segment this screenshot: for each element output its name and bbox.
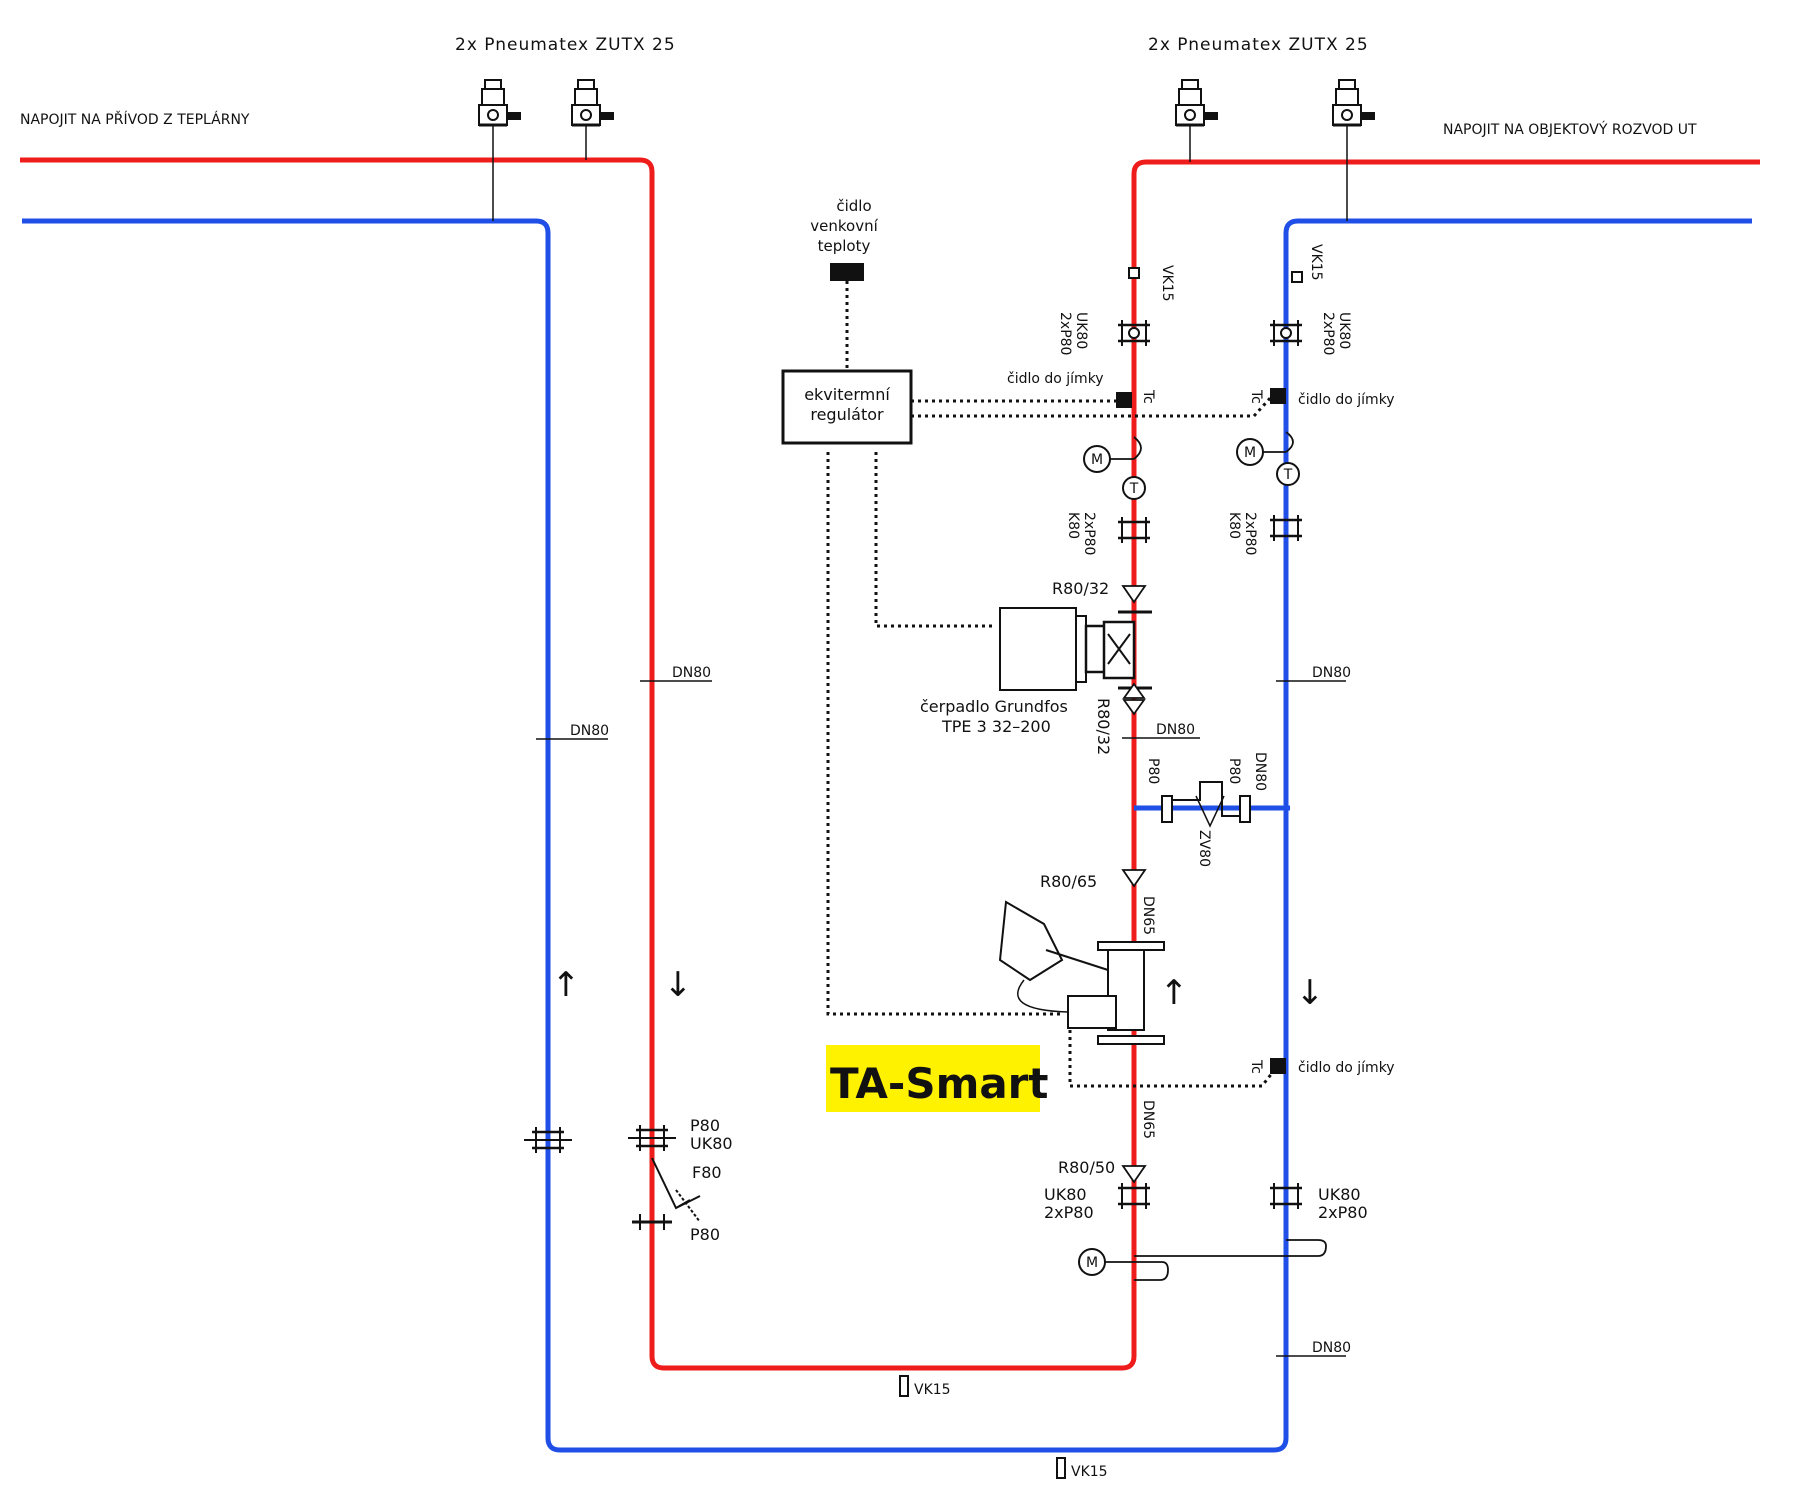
return-pipe-loop: [22, 218, 1752, 1453]
supply-pipe-left: [20, 157, 1760, 1371]
flow-arrow-up: ↑: [552, 965, 581, 1005]
return-branch-fittings: VK15 UK80 2xP80 T M 2xP80 K80 DN80 UK80 …: [1226, 244, 1368, 1357]
well-sensor-label: čidlo do jímky: [1298, 392, 1395, 408]
lower-supply-fittings: DN65 R80/50 UK80 2xP80 M: [1044, 1100, 1327, 1281]
f80-label: F80: [692, 1163, 722, 1182]
thermometer-label: T: [1283, 467, 1293, 483]
controller-label-1: ekvitermní: [804, 385, 890, 404]
dn65-label: DN65: [1140, 896, 1156, 935]
reducer-icon: [1122, 869, 1146, 887]
gauge-label: M: [1086, 1255, 1098, 1271]
ta-smart-label: TA-Smart: [830, 1059, 1048, 1108]
supply-pipe-network: [20, 157, 1760, 1371]
k80-label: K80: [1065, 512, 1081, 539]
well-sensor-label: čidlo do jímky: [1298, 1060, 1395, 1076]
vent-valve-icon: [570, 78, 616, 127]
gauge-label: M: [1091, 452, 1103, 468]
left-vertical-fittings: DN80 DN80 ↑ ↓ ↑ ↓ P80 UK80 F80 P80: [524, 665, 1324, 1244]
r80-50-label: R80/50: [1058, 1158, 1115, 1177]
dn80-label: DN80: [570, 723, 609, 739]
dn80-label: DN80: [1156, 722, 1195, 738]
r80-65-label: R80/65: [1040, 872, 1097, 891]
well-sensors: čidlo do jímky Tc čidlo do jímky Tc čidl…: [1007, 371, 1395, 1076]
flow-arrow-down: ↓: [1296, 973, 1325, 1013]
thermometer-icon: [1276, 462, 1300, 486]
vent-valves: [477, 78, 1377, 221]
connect-left-label: NAPOJIT NA PŘÍVOD Z TEPLÁRNY: [20, 111, 250, 128]
actuator-icon: [998, 900, 1064, 982]
vk15-label: VK15: [1308, 244, 1324, 281]
outdoor-sensor-label-3: teploty: [818, 237, 871, 255]
dn80-label: DN80: [1312, 1340, 1351, 1356]
thermometer-icon: [1122, 476, 1146, 500]
controller-label-2: regulátor: [810, 405, 884, 424]
k80-label: K80: [1226, 512, 1242, 539]
return-pipe-network: [22, 218, 1752, 1453]
pump-label-1: čerpadlo Grundfos: [920, 697, 1068, 716]
p80-label: P80: [1145, 758, 1161, 784]
dn80-label: DN80: [1252, 752, 1268, 791]
reducer-icon: [1122, 1165, 1146, 1183]
gauge-label: M: [1244, 445, 1256, 461]
uk80-label: UK80: [1336, 312, 1352, 349]
p80-label: P80: [690, 1225, 720, 1244]
ta-smart-highlight: [826, 1045, 1040, 1112]
p80-label: P80: [690, 1116, 720, 1135]
ta-smart-badge: TA-Smart: [826, 1045, 1048, 1112]
pump-label-2: TPE 3 32–200: [941, 717, 1051, 736]
r80-32-label: R80/32: [1094, 698, 1113, 755]
zv80-label: ZV80: [1196, 830, 1212, 867]
weather-compensated-controller: ekvitermní regulátor: [781, 369, 913, 445]
x2p80-label: 2xP80: [1320, 312, 1336, 355]
x2p80-label: 2xP80: [1057, 312, 1073, 355]
pump-motor-icon: [999, 607, 1077, 691]
flow-arrow-down: ↓: [664, 965, 693, 1005]
valve-group-right-label: 2x Pneumatex ZUTX 25: [1148, 35, 1369, 55]
tc-label: Tc: [1140, 389, 1156, 404]
reducer-icon: [1122, 585, 1146, 603]
uk80-label: UK80: [1044, 1185, 1087, 1204]
x2p80-label: 2xP80: [1242, 512, 1258, 555]
vk15-label: VK15: [914, 1382, 951, 1398]
x2p80-label: 2xP80: [1081, 512, 1097, 555]
thermometer-label: T: [1129, 481, 1139, 497]
well-sensor-icon: [1270, 388, 1286, 404]
dn65-label: DN65: [1140, 1100, 1156, 1139]
outdoor-sensor-icon: [830, 263, 864, 281]
uk80-label: UK80: [1318, 1185, 1361, 1204]
vk15-label: VK15: [1071, 1464, 1108, 1480]
uk80-label: UK80: [690, 1134, 733, 1153]
flow-arrow-up: ↑: [1160, 973, 1189, 1013]
signal-wires: [826, 394, 1278, 1088]
vent-valve-icon: [1174, 78, 1220, 127]
bottom-drains: VK15 VK15: [899, 1375, 1108, 1480]
x2p80-label: 2xP80: [1044, 1203, 1094, 1222]
outdoor-sensor-label-1: čidlo: [836, 197, 871, 215]
well-sensor-label: čidlo do jímky: [1007, 371, 1104, 387]
outdoor-sensor-label-2: venkovní: [810, 217, 878, 235]
supply-branch-fittings: VK15 UK80 2xP80 T M 2xP80 K80 R80/32: [1052, 265, 1175, 603]
bypass-group: DN80 P80 P80 ZV80 DN80: [1122, 722, 1268, 867]
vent-valve-icon: [1331, 78, 1377, 127]
p80-label: P80: [1226, 758, 1242, 784]
vk15-label: VK15: [1159, 265, 1175, 302]
circulation-pump: čerpadlo Grundfos TPE 3 32–200 R80/32: [920, 607, 1152, 755]
outdoor-sensor: čidlo venkovní teploty: [810, 197, 879, 370]
controller-box: [781, 369, 913, 445]
tc-label: Tc: [1248, 389, 1264, 404]
vent-valve-icon: [477, 78, 523, 127]
tc-label: Tc: [1248, 1059, 1264, 1074]
valve-group-left-label: 2x Pneumatex ZUTX 25: [455, 35, 676, 55]
ta-smart-control-valve: R80/65 DN65: [998, 869, 1165, 1045]
well-sensor-icon: [1270, 1058, 1286, 1074]
dn80-label: DN80: [672, 665, 711, 681]
uk80-label: UK80: [1073, 312, 1089, 349]
r80-32-label: R80/32: [1052, 579, 1109, 598]
x2p80-label: 2xP80: [1318, 1203, 1368, 1222]
dn80-label: DN80: [1312, 665, 1351, 681]
well-sensor-icon: [1116, 392, 1132, 408]
connect-right-label: NAPOJIT NA OBJEKTOVÝ ROZVOD UT: [1443, 121, 1697, 138]
